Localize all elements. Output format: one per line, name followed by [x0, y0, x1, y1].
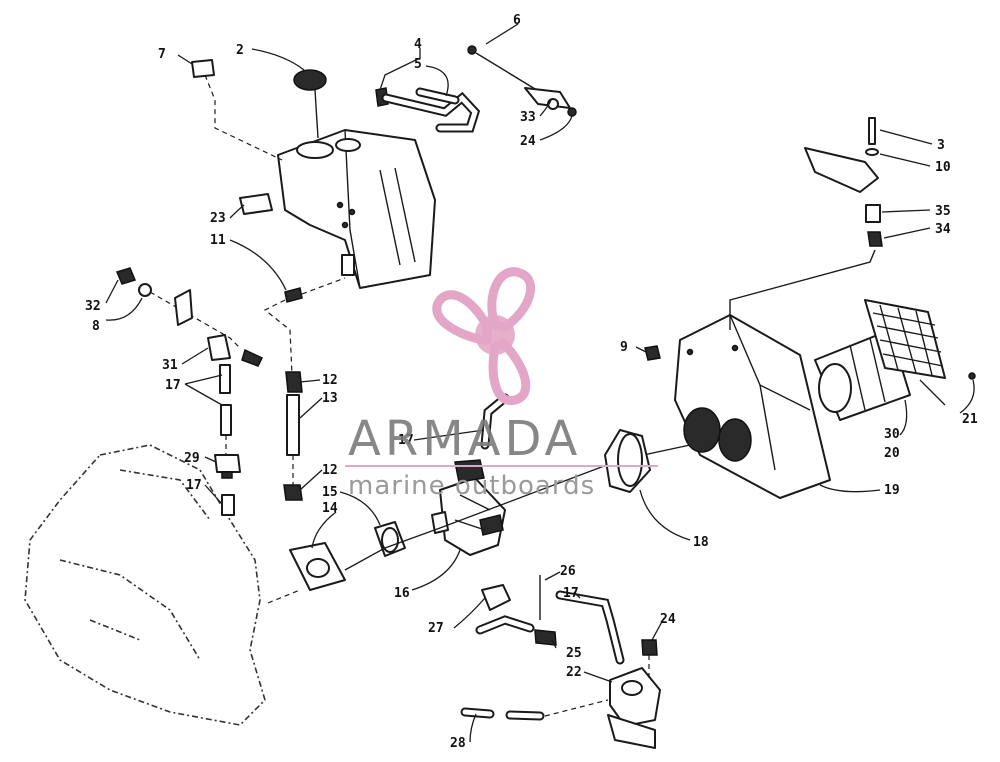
callout-29: 29 [184, 451, 200, 466]
silencer-screw [644, 345, 661, 361]
leader-lines [105, 23, 975, 743]
callout-10: 10 [935, 160, 951, 175]
callout-32: 32 [85, 299, 101, 314]
decal-tag [191, 59, 215, 78]
impulse-hose [480, 393, 510, 450]
hose-clamp [374, 521, 406, 557]
callout-17-pump: 17 [563, 586, 579, 601]
callout-18: 18 [693, 535, 709, 550]
propeller-icon [432, 267, 536, 405]
intake-flange [267, 542, 346, 604]
fuel-fitting [263, 277, 346, 376]
callout-28: 28 [450, 736, 466, 751]
callout-12-lower: 12 [322, 463, 338, 478]
callout-13: 13 [322, 391, 338, 406]
callout-19: 19 [884, 483, 900, 498]
callout-26: 26 [560, 564, 576, 579]
callout-17-lower: 17 [186, 478, 202, 493]
silencer-screen [864, 299, 946, 379]
callout-labels: 2 7 4 5 6 33 24 23 11 3 10 35 34 32 8 31… [85, 13, 978, 751]
callout-20: 20 [884, 446, 900, 461]
callout-22: 22 [566, 665, 582, 680]
vent-hose [375, 87, 481, 133]
callout-30: 30 [884, 427, 900, 442]
choke-assembly [115, 267, 264, 516]
callout-5: 5 [414, 57, 422, 72]
retainer-pin [968, 372, 976, 380]
callout-21: 21 [962, 412, 978, 427]
callout-6: 6 [513, 13, 521, 28]
callout-2: 2 [236, 43, 244, 58]
callout-17-left: 17 [165, 378, 181, 393]
fuel-cap [293, 69, 327, 139]
fuel-pump [607, 639, 661, 749]
callout-17-carb: 17 [398, 433, 414, 448]
tank-decal [239, 193, 273, 215]
watermark-brand: ARMADA [348, 411, 581, 467]
watermark-tagline: marine outboards [348, 471, 595, 501]
callout-35: 35 [935, 204, 951, 219]
callout-11: 11 [210, 233, 226, 248]
engine-outline [24, 444, 266, 726]
callout-14: 14 [322, 501, 338, 516]
pump-hoses [460, 575, 625, 721]
callout-3: 3 [937, 138, 945, 153]
callout-27: 27 [428, 621, 444, 636]
callout-34: 34 [935, 222, 951, 237]
callout-23: 23 [210, 211, 226, 226]
callout-7: 7 [158, 47, 166, 62]
callout-4: 4 [414, 37, 422, 52]
fuel-line [283, 371, 303, 501]
fuel-tank [277, 129, 436, 289]
watermark: ARMADA marine outboards [345, 267, 658, 501]
callout-9: 9 [620, 340, 628, 355]
callout-24-top: 24 [520, 134, 536, 149]
callout-8: 8 [92, 319, 100, 334]
callout-31: 31 [162, 358, 178, 373]
callout-25: 25 [566, 646, 582, 661]
callout-15: 15 [322, 485, 338, 500]
callout-16: 16 [394, 586, 410, 601]
tank-bracket [467, 45, 577, 117]
air-silencer [674, 314, 831, 499]
callout-33: 33 [520, 110, 536, 125]
intake-boot [604, 429, 651, 493]
silencer-mount [804, 117, 883, 247]
callout-24-bottom: 24 [660, 612, 676, 627]
callout-12-upper: 12 [322, 373, 338, 388]
